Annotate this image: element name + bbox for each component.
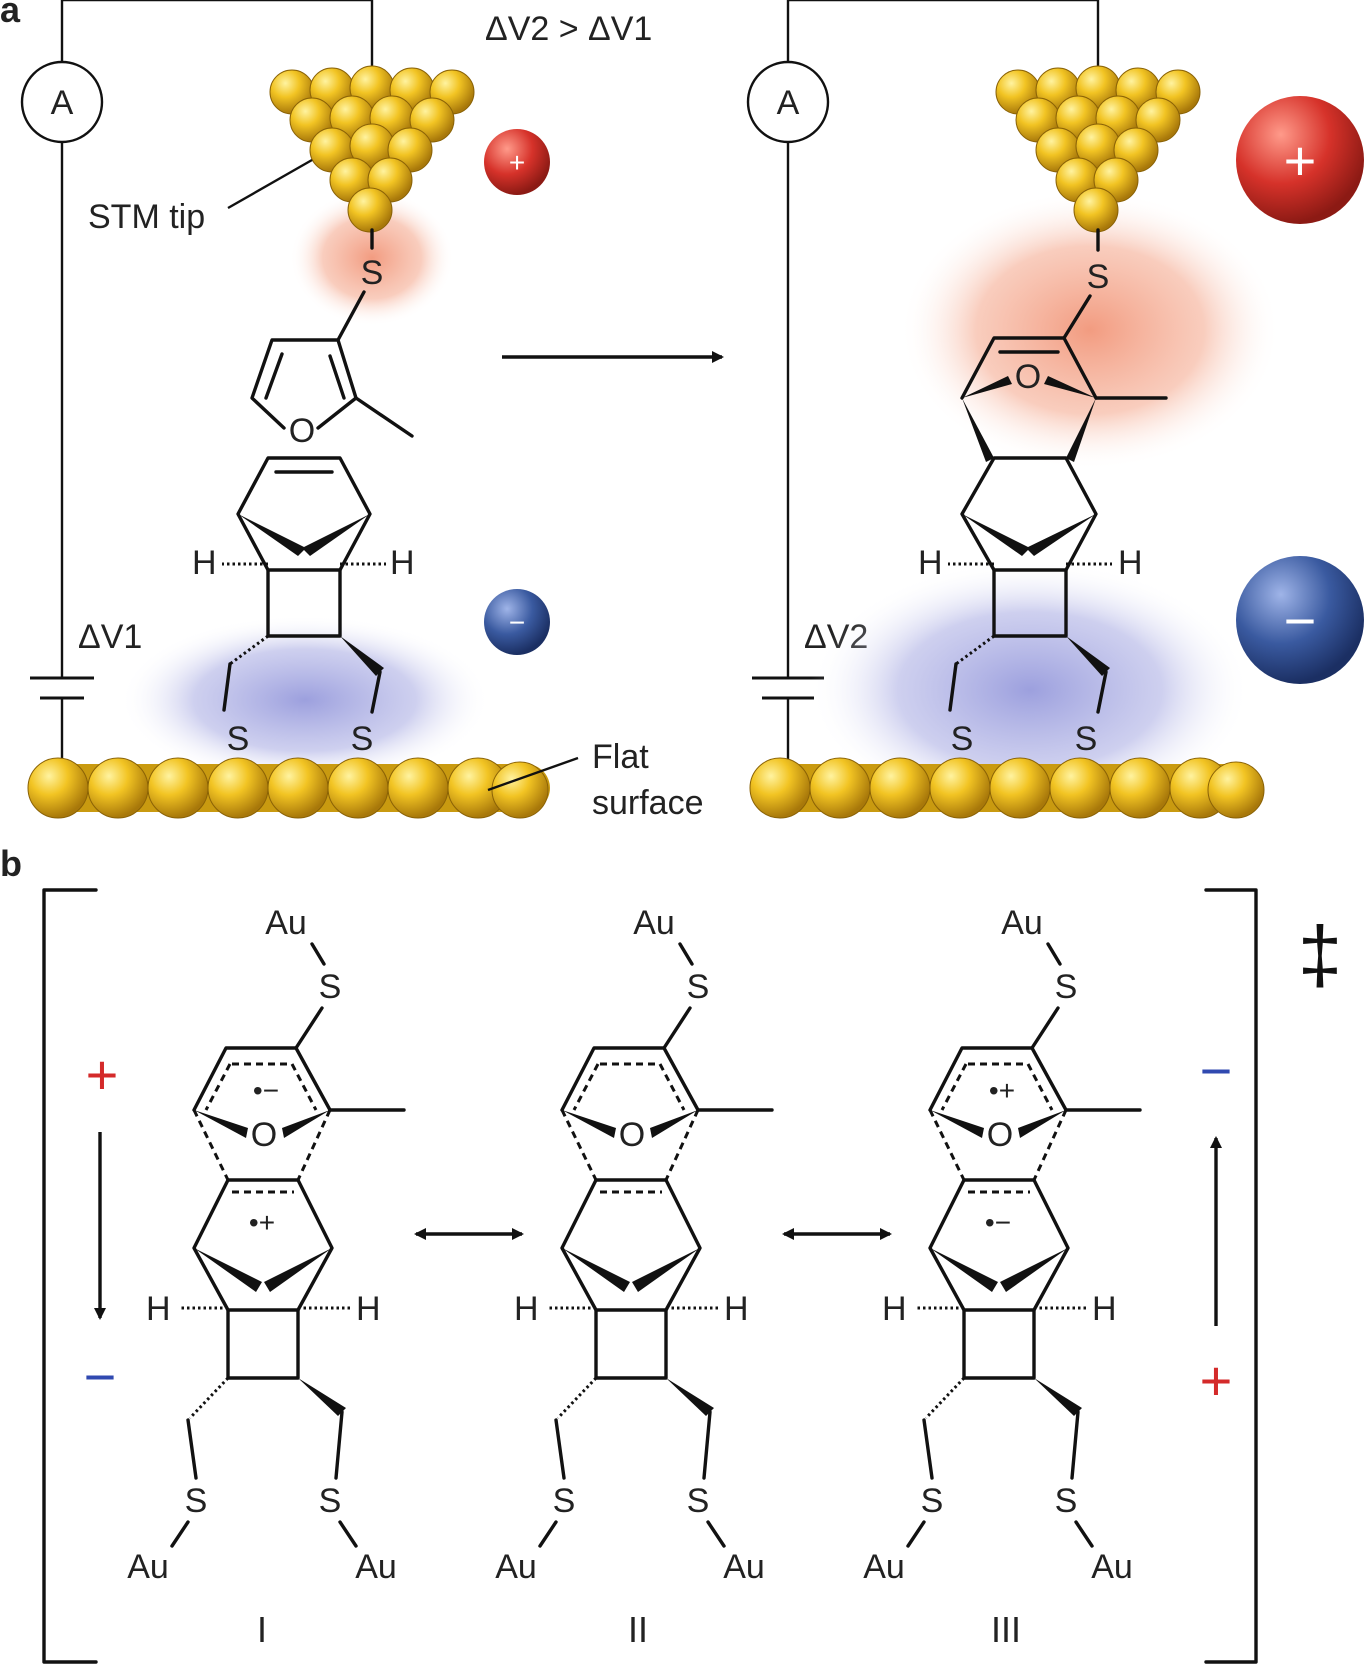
atom-s-top: S: [361, 254, 384, 292]
atom-s-right-anchor-right: S: [1075, 720, 1098, 758]
atom-s-left-anchor: S: [227, 720, 250, 758]
o-bridge-i: O: [251, 1116, 277, 1154]
structure-iii: Au S •+ O •− H H S: [863, 904, 1142, 1650]
au-bottom-left-iii: Au: [863, 1548, 905, 1586]
stm-tip-pointer: [227, 158, 313, 210]
negative-charge-small: [484, 589, 550, 655]
au-top-ii: Au: [633, 904, 675, 942]
atom-o-furan: O: [289, 412, 315, 450]
s-top-ii: S: [687, 968, 710, 1006]
radical-minus-i: •−: [253, 1075, 279, 1106]
s-top-i: S: [319, 968, 342, 1006]
au-bottom-right-i: Au: [355, 1548, 397, 1586]
s-bottom-left-ii: S: [553, 1482, 576, 1520]
bias-left-label: ΔV1: [78, 618, 142, 656]
field-plus-right: +: [1200, 1349, 1233, 1412]
right-scene: A ΔV2: [746, 0, 1364, 820]
atom-h-right-right: H: [1118, 544, 1143, 582]
atom-s-right-anchor: S: [351, 720, 374, 758]
stm-tip-icon: [269, 65, 475, 233]
radical-minus-iii: •−: [985, 1207, 1011, 1238]
negative-charge-symbol: −: [509, 607, 525, 638]
flat-surface-label-2: surface: [592, 784, 704, 822]
h-left-iii: H: [882, 1290, 907, 1328]
au-bottom-left-i: Au: [127, 1548, 169, 1586]
negative-charge-large: [1236, 556, 1364, 684]
field-plus-left: +: [86, 1043, 119, 1106]
field-minus-left: −: [84, 1345, 117, 1408]
au-bottom-left-ii: Au: [495, 1548, 537, 1586]
atom-h-left: H: [192, 544, 217, 582]
left-scene: A ΔV1: [20, 0, 704, 822]
surface-charge-glow: [120, 615, 490, 785]
atom-o-bridge: O: [1015, 358, 1041, 396]
atom-h-right: H: [390, 544, 415, 582]
radical-plus-i: •+: [249, 1207, 275, 1238]
panel-a: a ΔV2 > ΔV1 A ΔV1: [0, 0, 1364, 822]
flat-surface-left-icon: [27, 757, 550, 819]
h-right-i: H: [356, 1290, 381, 1328]
voltage-comparison: ΔV2 > ΔV1: [485, 10, 652, 48]
au-top-iii: Au: [1001, 904, 1043, 942]
reactant-molecule: S O H H: [192, 228, 415, 758]
product-molecule: S O H H: [918, 228, 1168, 758]
h-left-i: H: [146, 1290, 171, 1328]
positive-charge-small: [484, 129, 550, 195]
panel-b-label: b: [0, 843, 22, 884]
atom-s-left-anchor-right: S: [951, 720, 974, 758]
au-bottom-right-iii: Au: [1091, 1548, 1133, 1586]
au-top-i: Au: [265, 904, 307, 942]
tip-charge-glow-large: [900, 190, 1280, 470]
atom-h-left-right: H: [918, 544, 943, 582]
s-bottom-right-iii: S: [1055, 1482, 1078, 1520]
s-bottom-right-i: S: [319, 1482, 342, 1520]
h-right-ii: H: [724, 1290, 749, 1328]
s-bottom-right-ii: S: [687, 1482, 710, 1520]
right-bracket: [1204, 888, 1258, 1664]
roman-i: I: [257, 1609, 267, 1650]
h-right-iii: H: [1092, 1290, 1117, 1328]
roman-iii: III: [991, 1609, 1021, 1650]
ammeter-label: A: [51, 84, 74, 122]
tip-charge-glow: [290, 190, 454, 326]
s-bottom-left-iii: S: [921, 1482, 944, 1520]
flat-surface-right-icon: [749, 757, 1265, 819]
panel-a-label: a: [0, 0, 21, 30]
structure-ii: Au S O H H S S: [495, 904, 774, 1650]
stm-tip-right-icon: [995, 65, 1201, 233]
h-left-ii: H: [514, 1290, 539, 1328]
au-bottom-right-ii: Au: [723, 1548, 765, 1586]
positive-charge-symbol: +: [509, 147, 525, 178]
s-bottom-left-i: S: [185, 1482, 208, 1520]
stm-tip-label: STM tip: [88, 198, 205, 236]
o-bridge-ii: O: [619, 1116, 645, 1154]
flat-surface-pointer: [487, 756, 579, 792]
roman-ii: II: [628, 1609, 648, 1650]
positive-charge-large-symbol: +: [1284, 129, 1317, 192]
surface-charge-glow-large: [810, 560, 1250, 820]
left-bracket: [42, 888, 98, 1664]
positive-charge-large: [1236, 96, 1364, 224]
transition-state-mark: ‡: [1298, 910, 1343, 999]
left-circuit: A ΔV1: [20, 0, 374, 760]
structure-i: Au S •− O •+ H H S: [127, 904, 406, 1650]
panel-b: b ‡ + − − + Au S •− O: [0, 843, 1343, 1664]
field-minus-right: −: [1200, 1039, 1233, 1102]
negative-charge-large-symbol: −: [1284, 589, 1317, 652]
flat-surface-label-1: Flat: [592, 738, 649, 776]
ammeter-right-label: A: [777, 84, 800, 122]
atom-s-top-right: S: [1087, 258, 1110, 296]
radical-plus-iii: •+: [989, 1075, 1015, 1106]
s-top-iii: S: [1055, 968, 1078, 1006]
o-bridge-iii: O: [987, 1116, 1013, 1154]
